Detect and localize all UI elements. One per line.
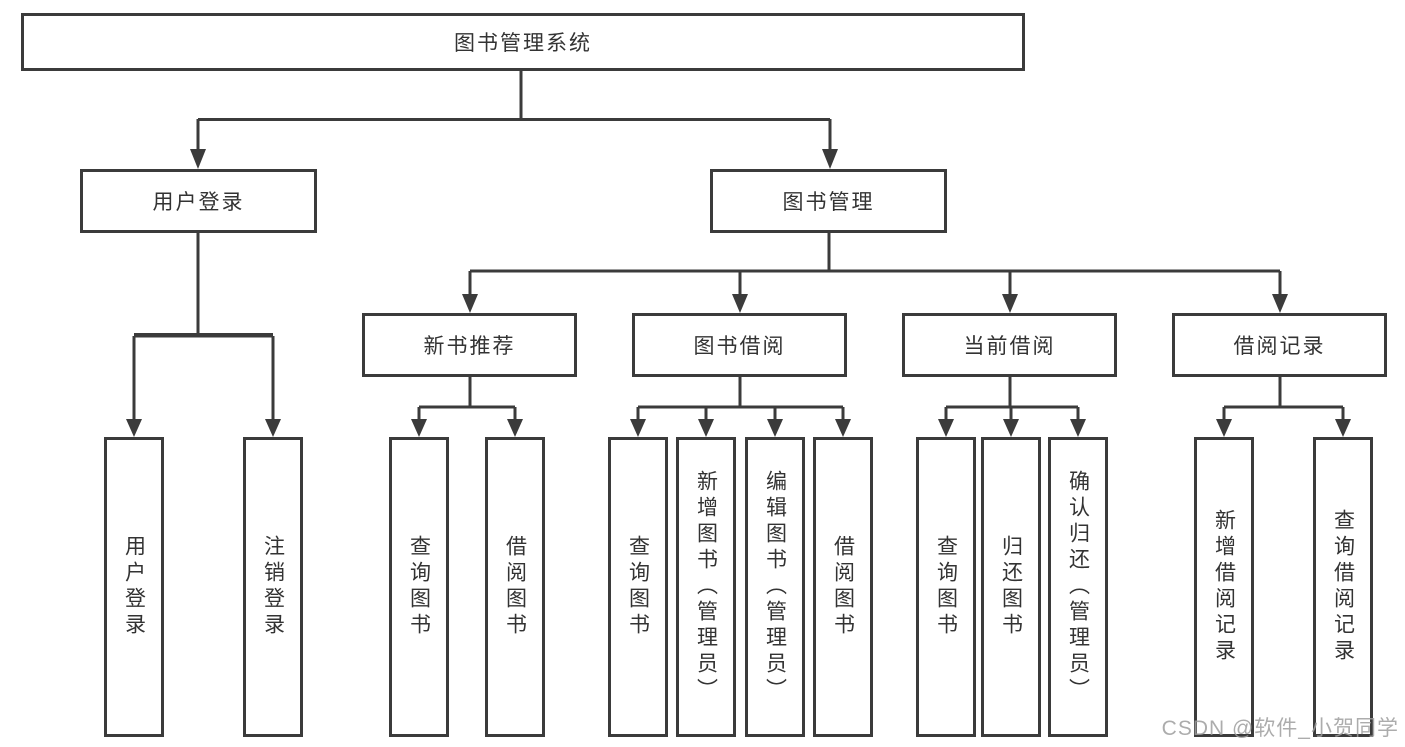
node-new-book-recommend-label: 新书推荐 [423,335,516,358]
node-current-borrowing-label: 当前借阅 [963,335,1056,358]
node-br-query-record: 查询借阅记录 [1313,437,1373,737]
node-cb-return-books-label: 归还图书 [999,535,1023,639]
node-nbr-borrow-books: 借阅图书 [485,437,545,737]
node-book-management: 图书管理 [710,169,947,233]
node-bb-query-books-label: 查询图书 [626,535,650,639]
node-bb-query-books: 查询图书 [608,437,668,737]
node-br-add-record-label: 新增借阅记录 [1212,509,1236,665]
node-bb-borrow-books: 借阅图书 [813,437,873,737]
node-nbr-query-books: 查询图书 [389,437,449,737]
node-current-borrowing: 当前借阅 [902,313,1117,377]
node-borrowing-records: 借阅记录 [1172,313,1387,377]
node-br-add-record: 新增借阅记录 [1194,437,1254,737]
node-bb-edit-books-admin-label: 编辑图书（管理员） [763,470,787,704]
node-bb-add-books-admin: 新增图书（管理员） [676,437,736,737]
node-new-book-recommend: 新书推荐 [362,313,577,377]
node-book-borrowing-label: 图书借阅 [693,335,786,358]
node-br-query-record-label: 查询借阅记录 [1331,509,1355,665]
node-library-system: 图书管理系统 [21,13,1025,71]
node-cb-return-books: 归还图书 [981,437,1041,737]
node-user-login: 用户登录 [104,437,164,737]
node-cb-confirm-return-admin-label: 确认归还（管理员） [1066,470,1090,704]
node-user-login-label: 用户登录 [122,535,146,639]
node-cb-query-books-label: 查询图书 [934,535,958,639]
node-cb-query-books: 查询图书 [916,437,976,737]
node-book-borrowing: 图书借阅 [632,313,847,377]
node-user-login-branch-label: 用户登录 [152,191,245,214]
node-user-login-branch: 用户登录 [80,169,317,233]
node-library-system-label: 图书管理系统 [454,32,592,55]
node-nbr-borrow-books-label: 借阅图书 [503,535,527,639]
node-bb-borrow-books-label: 借阅图书 [831,535,855,639]
node-logout-label: 注销登录 [261,535,285,639]
node-nbr-query-books-label: 查询图书 [407,535,431,639]
node-borrowing-records-label: 借阅记录 [1233,335,1326,358]
tree-connector-path [132,71,1345,421]
node-bb-edit-books-admin: 编辑图书（管理员） [745,437,805,737]
node-bb-add-books-admin-label: 新增图书（管理员） [694,470,718,704]
node-cb-confirm-return-admin: 确认归还（管理员） [1048,437,1108,737]
node-book-management-label: 图书管理 [782,191,875,214]
node-logout: 注销登录 [243,437,303,737]
csdn-watermark: CSDN @软件_小贺同学 [1161,717,1399,740]
